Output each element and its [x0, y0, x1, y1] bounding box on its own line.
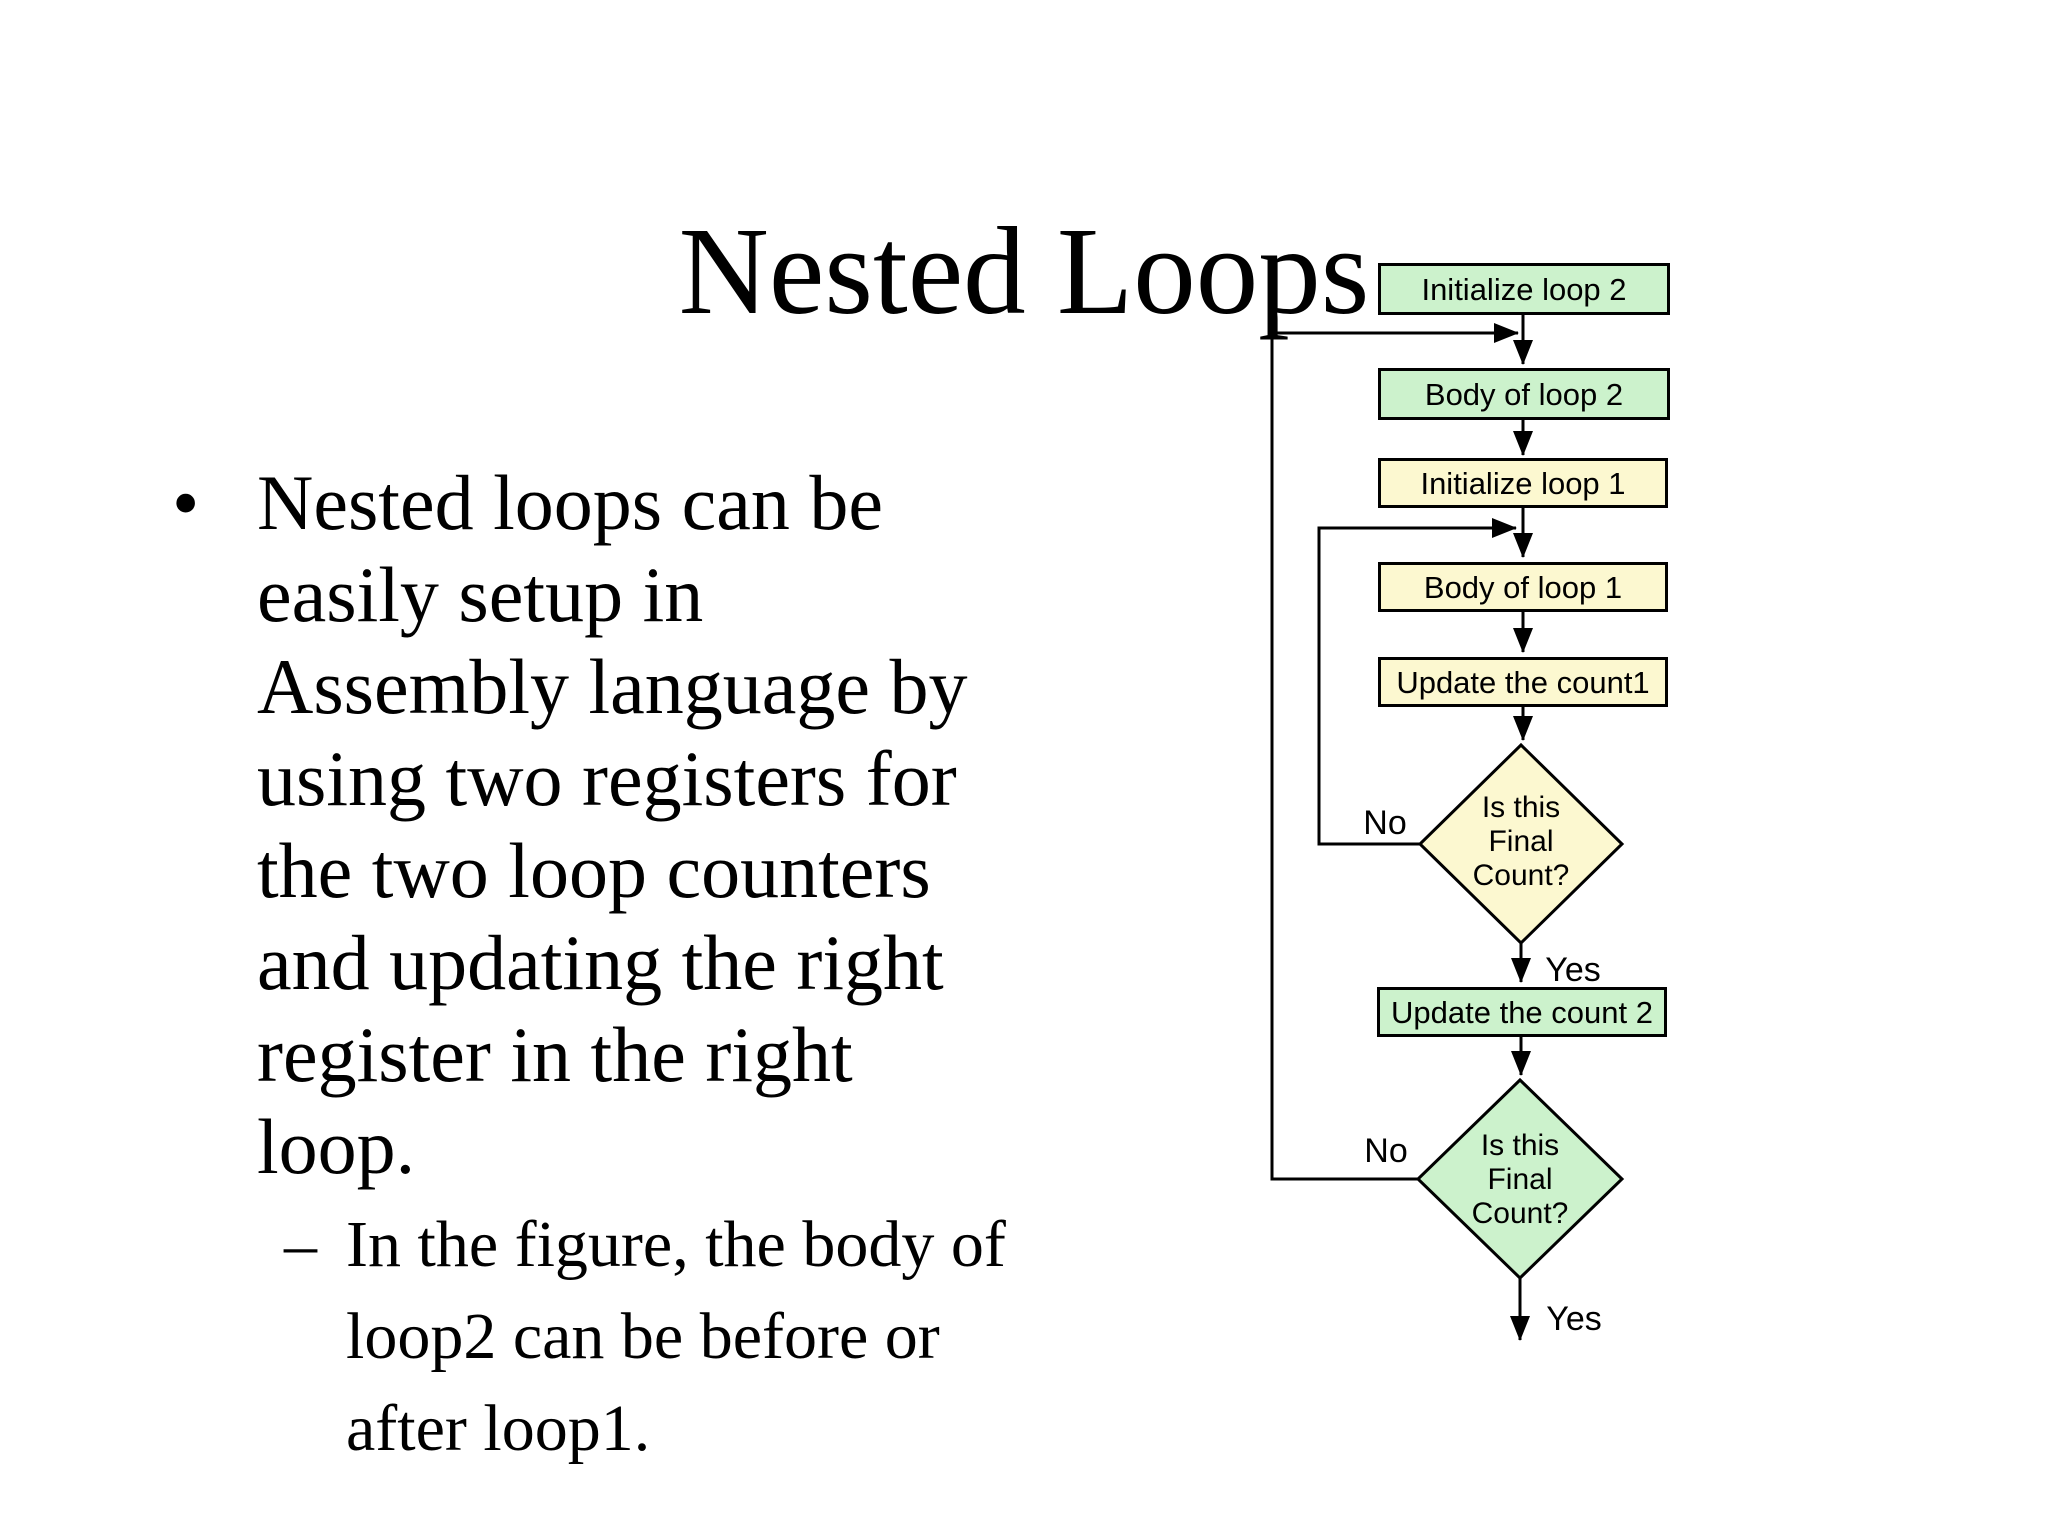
node-label: Update the count1	[1396, 664, 1650, 700]
bullet-line: Assembly language by	[257, 643, 968, 730]
node-update-the-count-2: Update the count 2	[1377, 987, 1667, 1037]
decision-1-label: Is this Final Count?	[1472, 791, 1570, 892]
bullet-line: loop.	[257, 1103, 416, 1190]
decision-2-label: Is this Final Count?	[1471, 1129, 1569, 1230]
bullet-marker: •	[172, 459, 200, 546]
bullet-line: register in the right	[257, 1011, 853, 1098]
sub-bullet-marker: –	[284, 1208, 317, 1281]
bullet-line: using two registers for	[257, 735, 957, 822]
node-label: Body of loop 2	[1424, 376, 1624, 412]
decision-1-no-label: No	[1363, 804, 1407, 842]
node-body-of-loop-1: Body of loop 1	[1378, 562, 1668, 612]
node-initialize-loop-1: Initialize loop 1	[1378, 458, 1668, 508]
decision-1-yes-label: Yes	[1545, 951, 1601, 989]
node-label: Initialize loop 1	[1420, 465, 1626, 501]
decision-1-diamond	[1417, 742, 1625, 946]
bullet-paragraph: Nested loops can be easily setup in Asse…	[257, 457, 968, 1193]
decision-2-diamond	[1415, 1077, 1625, 1281]
sub-bullet-paragraph: In the figure, the body of loop2 can be …	[346, 1199, 1006, 1475]
decision-2-no-label: No	[1364, 1132, 1408, 1170]
node-label: Body of loop 1	[1423, 569, 1623, 605]
bullet-line: easily setup in	[257, 551, 704, 638]
edge-decision1-no-loopback	[1317, 518, 1517, 846]
node-label: Initialize loop 2	[1421, 271, 1627, 307]
sub-bullet-line: loop2 can be before or	[346, 1300, 940, 1373]
node-initialize-loop-2: Initialize loop 2	[1378, 263, 1670, 315]
sub-bullet-line: after loop1.	[346, 1392, 651, 1465]
bullet-line: the two loop counters	[257, 827, 931, 914]
node-label: Update the count 2	[1391, 994, 1653, 1030]
bullet-line: and updating the right	[257, 919, 944, 1006]
decision-2-yes-label: Yes	[1546, 1300, 1602, 1338]
bullet-line: Nested loops can be	[257, 459, 883, 546]
edge-decision2-no-loopback	[1270, 323, 1519, 1181]
sub-bullet-line: In the figure, the body of	[346, 1208, 1006, 1281]
node-update-the-count1: Update the count1	[1378, 657, 1668, 707]
page-title: Nested Loops	[678, 203, 1370, 341]
node-body-of-loop-2: Body of loop 2	[1378, 368, 1670, 420]
